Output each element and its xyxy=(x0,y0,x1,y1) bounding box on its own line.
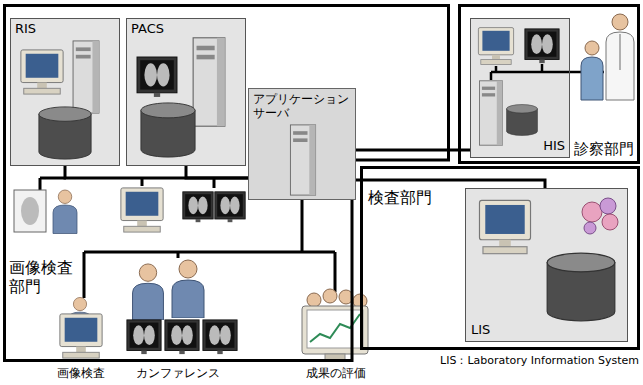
database-icon xyxy=(39,107,91,159)
node-label: 画像検査 部門 xyxy=(9,258,76,296)
network-line xyxy=(356,149,470,152)
caption-label: 画像検査 xyxy=(31,366,131,380)
computer-icon xyxy=(121,188,163,232)
doctor-illustration xyxy=(581,14,634,100)
label-holder: 画像検査 xyxy=(31,366,131,380)
node-label: 検査部門 xyxy=(368,188,432,207)
department-region: 画像検査 部門 RIS PACS xyxy=(3,4,450,362)
viewer-icon xyxy=(137,57,177,97)
system-box: PACS xyxy=(126,18,246,166)
note-label: LIS：Laboratory Information System xyxy=(440,354,639,367)
caption-label: カンファレンス xyxy=(118,366,238,380)
network-wire xyxy=(39,178,42,190)
database-icon xyxy=(507,105,538,136)
computer-icon xyxy=(478,28,513,65)
patient-body xyxy=(581,57,603,100)
computer-icon xyxy=(60,314,102,358)
network-line xyxy=(356,180,545,188)
system-box: RIS xyxy=(10,18,120,166)
server-icon xyxy=(193,38,225,126)
caption-label: 成果の評価 xyxy=(296,366,376,380)
system-box: HIS xyxy=(470,18,570,158)
system-box: LIS xyxy=(465,188,628,342)
viewer-icon xyxy=(165,320,199,354)
server-box: アプリケーション サーバ xyxy=(248,88,356,200)
cell xyxy=(582,202,602,222)
cell xyxy=(602,214,618,230)
person-icon xyxy=(133,264,164,320)
box-fill xyxy=(10,18,120,166)
network-wire xyxy=(40,177,66,180)
database-icon xyxy=(141,103,195,157)
person-head xyxy=(307,293,321,307)
person-icon xyxy=(53,190,77,234)
crowd-icon xyxy=(307,289,367,308)
label-holder: LIS：Laboratory Information System xyxy=(440,354,639,367)
server-icon xyxy=(290,125,315,195)
node-label: HIS xyxy=(543,138,565,154)
viewer-icon xyxy=(215,192,245,222)
label-holder: 成果の評価 xyxy=(296,366,376,380)
region-outline xyxy=(5,6,449,361)
coat-line xyxy=(619,34,621,70)
viewer-icon xyxy=(127,320,161,354)
projection-screen xyxy=(14,190,46,232)
box-fill xyxy=(248,88,356,200)
database-icon xyxy=(547,253,615,321)
department-region: 検査部門 LIS xyxy=(360,166,640,350)
monitor-screen xyxy=(307,310,363,348)
department-region: 診察部門 HIS xyxy=(458,4,640,164)
server-icon xyxy=(73,41,99,113)
region-outline xyxy=(3,4,450,362)
box-fill xyxy=(470,18,570,158)
network-line xyxy=(65,166,248,178)
viewer-icon xyxy=(183,192,213,222)
doctor-head xyxy=(612,14,628,30)
cell xyxy=(584,222,596,234)
server-icon xyxy=(479,81,502,145)
computer-icon xyxy=(479,200,530,253)
viewer-icon xyxy=(203,320,237,354)
monitor-frame xyxy=(302,306,368,354)
doctor-coat xyxy=(606,32,634,100)
label-holder: カンファレンス xyxy=(118,366,238,380)
person-icon xyxy=(172,260,204,318)
cell xyxy=(600,198,616,214)
node-label: LIS xyxy=(471,322,490,338)
box-fill xyxy=(465,188,628,342)
box-fill xyxy=(126,18,246,166)
xray-image xyxy=(21,197,39,225)
computer-icon xyxy=(21,50,63,94)
node-label: RIS xyxy=(15,21,36,37)
person-head xyxy=(323,289,337,303)
network-line xyxy=(186,166,248,178)
node-label: PACS xyxy=(131,21,164,37)
node-label: アプリケーション サーバ xyxy=(253,92,351,121)
node-label: 診察部門 xyxy=(574,140,634,158)
sample-icon xyxy=(582,198,618,234)
viewer-icon xyxy=(525,29,559,63)
patient-head xyxy=(585,41,599,55)
